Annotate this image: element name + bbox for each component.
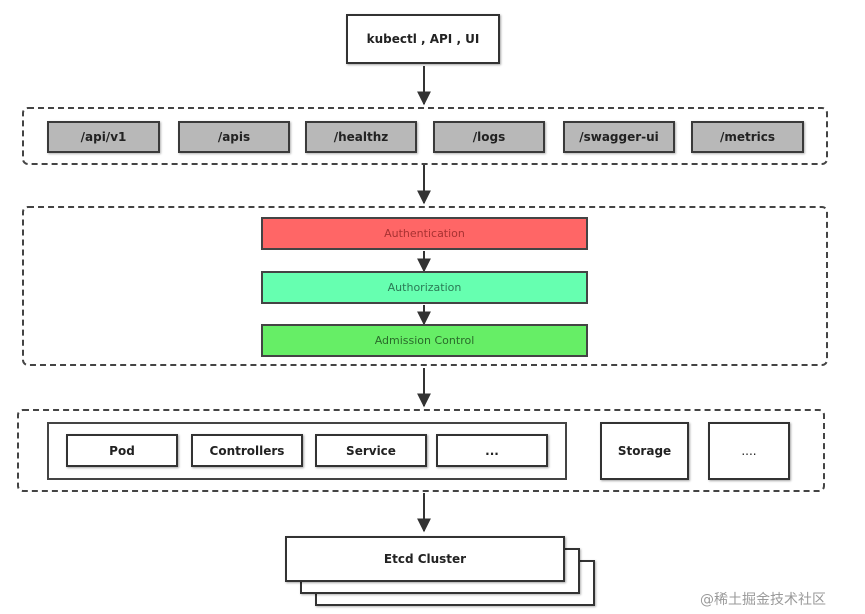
resource-more: ... (436, 434, 548, 467)
authorization-stage: Authorization (261, 271, 588, 304)
storage-more-box: .... (708, 422, 790, 480)
resource-service: Service (315, 434, 427, 467)
resource-label: Service (346, 443, 396, 458)
endpoint-label: /swagger-ui (579, 130, 659, 144)
resource-label: Pod (109, 443, 135, 458)
endpoint-healthz: /healthz (305, 121, 417, 153)
endpoint-label: /metrics (719, 130, 776, 144)
storage-more-label: .... (741, 444, 757, 458)
client-box: kubectl , API , UI (346, 14, 500, 64)
endpoint-swagger-ui: /swagger-ui (563, 121, 675, 153)
resource-pod: Pod (66, 434, 178, 467)
etcd-cluster-box: Etcd Cluster (285, 536, 565, 582)
storage-box: Storage (600, 422, 689, 480)
auth-pipeline-group (22, 206, 828, 366)
client-label: kubectl , API , UI (366, 32, 480, 46)
endpoint-label: /logs (472, 130, 506, 144)
stage-label: Authentication (384, 227, 465, 240)
endpoint-label: /apis (217, 130, 251, 144)
endpoint-label: /healthz (333, 130, 389, 144)
endpoint-apis: /apis (178, 121, 290, 153)
resource-label: Controllers (209, 443, 285, 458)
stage-label: Admission Control (374, 334, 475, 347)
watermark: @稀土掘金技术社区 (700, 589, 860, 609)
resource-controllers: Controllers (191, 434, 303, 467)
endpoint-logs: /logs (433, 121, 545, 153)
storage-label: Storage (617, 444, 672, 458)
endpoints-group (22, 107, 828, 165)
resource-label: ... (485, 443, 499, 458)
endpoint-label: /api/v1 (80, 130, 127, 144)
endpoint-metrics: /metrics (691, 121, 804, 153)
authentication-stage: Authentication (261, 217, 588, 250)
resources-group (17, 409, 825, 492)
watermark-text: @稀土掘金技术社区 (700, 592, 826, 608)
endpoint-api-v1: /api/v1 (47, 121, 160, 153)
stage-label: Authorization (387, 281, 462, 294)
etcd-label: Etcd Cluster (383, 552, 467, 566)
admission-control-stage: Admission Control (261, 324, 588, 357)
